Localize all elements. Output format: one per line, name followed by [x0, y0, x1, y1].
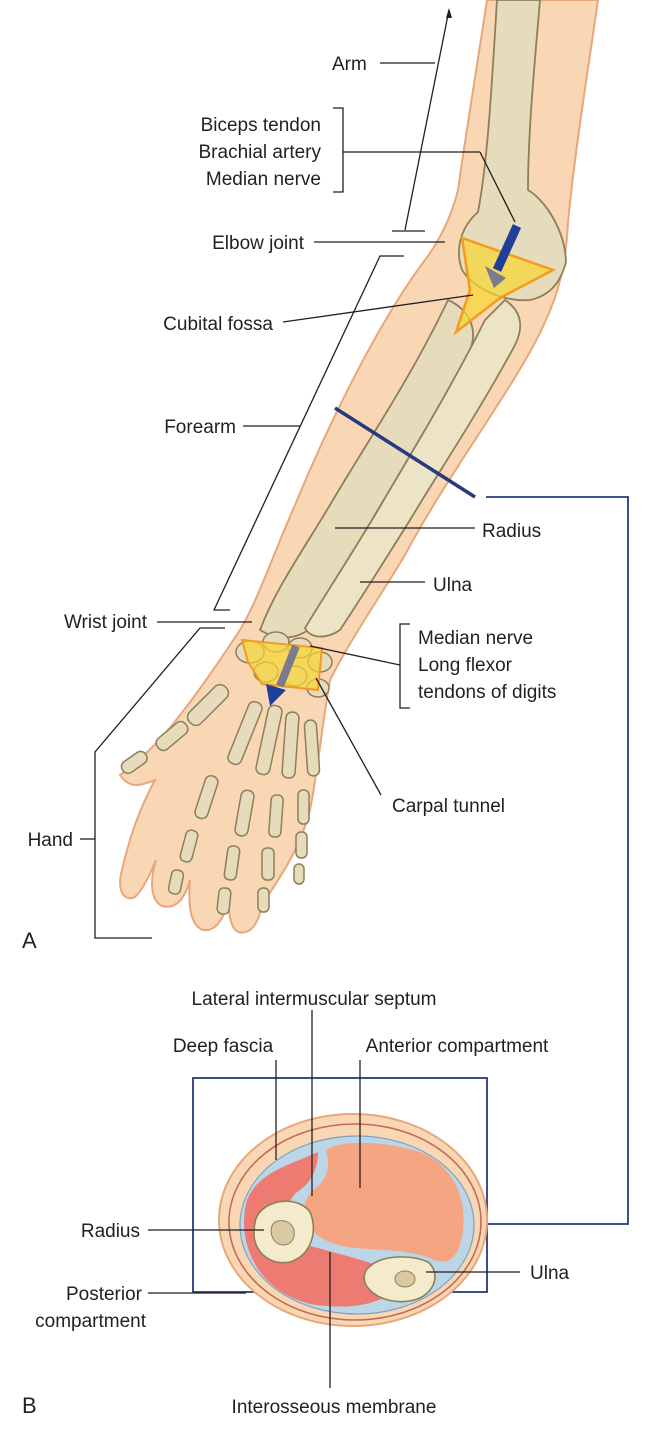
section-connector: [486, 496, 629, 1225]
label-carpal-tunnel: Carpal tunnel: [392, 796, 505, 817]
label-compartment: compartment: [35, 1311, 147, 1332]
anterior-compartment-area: [304, 1142, 464, 1262]
panel-letter-b: B: [22, 1393, 37, 1418]
label-anterior-compartment: Anterior compartment: [366, 1036, 549, 1057]
label-cubital-fossa: Cubital fossa: [163, 314, 273, 335]
posterior-compartment-area: [244, 1152, 400, 1307]
label-biceps-tendon: Biceps tendon: [201, 115, 321, 136]
label-interosseous-membrane: Interosseous membrane: [232, 1397, 437, 1418]
elbow-arrow: [485, 224, 522, 288]
label-arm: Arm: [332, 54, 367, 75]
ulna-marrow: [394, 1270, 416, 1288]
ulna-bone: [303, 298, 522, 638]
cubital-fossa-highlight: [453, 236, 557, 336]
label-radius-section: Radius: [81, 1221, 140, 1242]
label-lateral-intermuscular-septum: Lateral intermuscular septum: [192, 989, 437, 1010]
panel-b-leader-lines: [148, 1010, 520, 1388]
label-radius: Radius: [482, 521, 541, 542]
humerus-bone: [458, 0, 567, 302]
upper-limb-illustration: [118, 0, 600, 934]
label-median-nerve-wrist: Median nerve: [418, 628, 533, 649]
label-deep-fascia: Deep fascia: [173, 1036, 274, 1057]
label-ulna: Ulna: [433, 575, 473, 596]
label-ulna-section: Ulna: [530, 1263, 570, 1284]
cross-section-illustration: [218, 1113, 488, 1327]
label-elbow-joint: Elbow joint: [212, 233, 305, 254]
label-hand: Hand: [28, 830, 73, 851]
label-forearm: Forearm: [164, 417, 236, 438]
label-median-nerve-elbow: Median nerve: [206, 169, 321, 190]
panel-letter-a: A: [22, 928, 37, 953]
section-plane-line: [334, 406, 476, 499]
panel-b-labels: Lateral intermuscular septum Deep fascia…: [22, 989, 570, 1418]
label-long-flexor: Long flexor: [418, 655, 513, 676]
label-tendons-of-digits: tendons of digits: [418, 682, 556, 703]
radius-marrow: [270, 1220, 295, 1246]
label-posterior: Posterior: [66, 1284, 143, 1305]
label-wrist-joint: Wrist joint: [64, 612, 148, 633]
cross-section-subcutaneous: [228, 1123, 482, 1321]
carpal-tunnel-highlight: [240, 638, 324, 692]
label-brachial-artery: Brachial artery: [199, 142, 322, 163]
hand-bones: [120, 683, 321, 915]
wrist-arrow: [266, 644, 300, 706]
panel-a-leader-lines: [80, 8, 516, 939]
interosseous-membrane-shape: [299, 1237, 381, 1265]
panel-a-labels: Arm Biceps tendon Brachial artery Median…: [22, 54, 556, 953]
